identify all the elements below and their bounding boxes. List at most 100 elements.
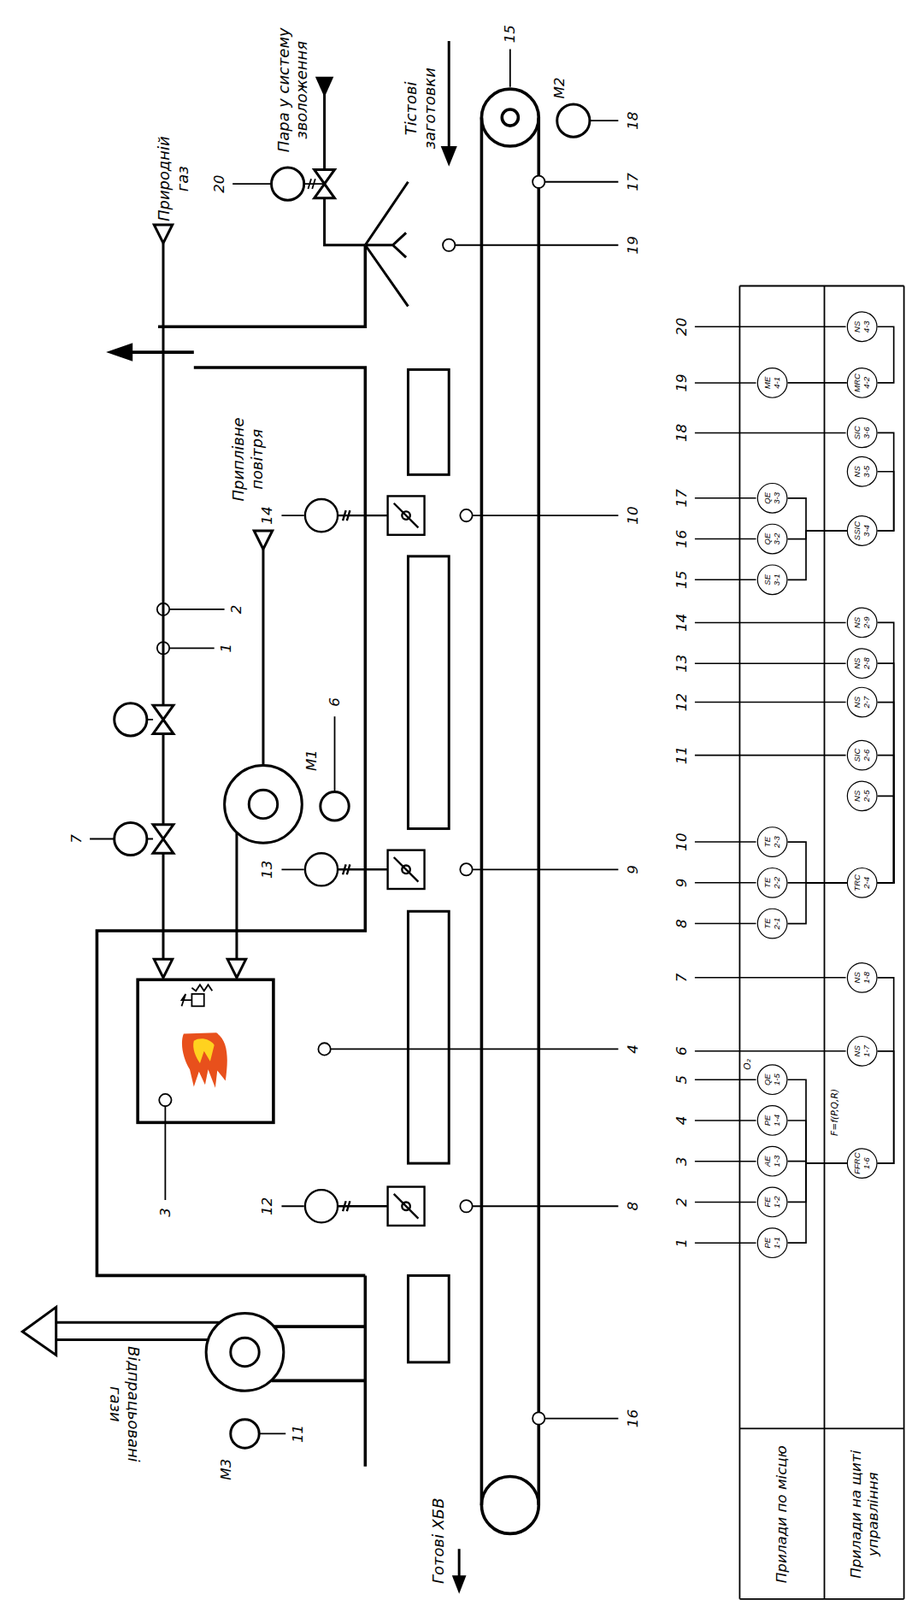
exhaust-fan	[230, 1337, 259, 1366]
steam-line	[324, 78, 366, 246]
damper	[337, 503, 418, 529]
arrow	[452, 1575, 467, 1594]
flow-label: Приплівне повітря	[229, 412, 267, 507]
instrument-number: 4-3	[862, 320, 872, 333]
instrument-code: NS	[853, 617, 863, 629]
leader-line	[694, 622, 847, 624]
burner	[137, 979, 274, 1123]
callout-number: 12	[672, 693, 690, 712]
burner	[137, 979, 274, 1123]
conveyor	[481, 1476, 539, 1535]
callout-number: 18	[672, 423, 690, 442]
callout-number: 4	[623, 1044, 642, 1054]
instrument-number: 2-1	[772, 917, 783, 930]
steam-line	[232, 78, 408, 306]
instrument-number: 1-1	[772, 1236, 783, 1249]
flame	[182, 1032, 228, 1088]
leader-line	[89, 49, 618, 1435]
instrument-code: QE	[763, 533, 773, 546]
instrument-code: NS	[853, 465, 863, 477]
signal-line	[788, 841, 848, 883]
leader-line	[281, 515, 304, 1207]
instrument-code: NS	[853, 658, 863, 670]
exhaust-fan	[22, 1306, 284, 1448]
signal-line	[788, 382, 848, 384]
instrument-number: 4-2	[862, 376, 872, 389]
signal-line	[788, 498, 848, 531]
burner	[181, 984, 212, 1007]
panel-instrument: SSIC3-4	[847, 515, 878, 547]
panel-instrument: NS1-7	[847, 1035, 878, 1067]
instrument-code: FE	[763, 1196, 773, 1207]
sensor	[459, 863, 472, 876]
instrument-number: 1-8	[862, 971, 872, 984]
damper	[305, 853, 338, 886]
instrument-number: 1-5	[772, 1073, 783, 1086]
callout-number: 13	[672, 654, 690, 673]
instrument-code: QE	[763, 492, 773, 505]
conveyor	[501, 109, 518, 126]
steam-line	[304, 178, 325, 189]
signal-line	[877, 702, 895, 883]
field-instrument: QE3-3	[757, 482, 789, 514]
callout-number: 6	[326, 697, 344, 707]
damper	[401, 1201, 411, 1211]
instrument-number: 3-4	[862, 524, 872, 537]
leader-line	[694, 662, 847, 665]
signal-line	[788, 1163, 848, 1243]
instrument-code: MRC	[853, 373, 863, 393]
panel-instrument: NS2-8	[847, 647, 878, 679]
damper	[305, 1189, 338, 1223]
instrument-number: 2-8	[862, 657, 872, 670]
leader-line	[330, 182, 619, 1419]
flame	[193, 1038, 215, 1064]
panel-instrument: NS2-9	[847, 607, 878, 639]
leader-line	[694, 432, 847, 435]
leader-line	[694, 1078, 757, 1081]
sensor	[157, 176, 546, 1425]
instrument-number: 2-7	[862, 696, 872, 709]
callout-number: 20	[672, 317, 690, 336]
callout-number: 7	[68, 834, 86, 844]
instrument-code: NS	[853, 971, 863, 983]
air-line	[224, 104, 590, 978]
steam-line	[232, 182, 271, 185]
leader-line	[694, 1241, 757, 1244]
instrument-code: TE	[763, 877, 773, 889]
callout-number: 19	[623, 235, 642, 254]
panel-instrument: SIC3-6	[847, 417, 878, 449]
instrument-code: SIC	[853, 425, 863, 440]
signal-line	[877, 326, 895, 383]
conveyor	[481, 88, 539, 147]
leader-line	[694, 976, 847, 979]
instrument-number: 2-2	[772, 876, 783, 889]
arrow	[448, 41, 459, 1578]
sensor	[459, 1200, 472, 1212]
damper	[401, 865, 411, 875]
callout-number: 12	[258, 1197, 277, 1216]
heater	[407, 369, 449, 475]
callout-number: 8	[623, 1201, 642, 1212]
flow-label: Відпрацьовані гази	[105, 1345, 143, 1464]
instrument-number: 2-6	[862, 749, 872, 762]
signal-line	[877, 755, 895, 883]
air-line	[557, 104, 590, 137]
air-line	[248, 789, 277, 818]
conveyor	[481, 88, 539, 1534]
callout-number: 5	[672, 1075, 690, 1085]
callout-number: 20	[211, 175, 229, 194]
conveyor	[481, 117, 539, 1506]
exhaust-fan	[22, 1306, 56, 1355]
motor-label: M3	[217, 1459, 236, 1481]
exhaust-arrow	[105, 342, 133, 361]
callout-number: 13	[258, 860, 277, 879]
instrument-number: 3-1	[772, 573, 783, 586]
field-instrument: PE1-4	[757, 1105, 789, 1136]
instrument-number: 3-6	[862, 427, 872, 440]
damper	[305, 499, 338, 532]
air-line	[227, 958, 246, 977]
instrument-code: NS	[853, 696, 863, 708]
gas-line	[114, 703, 148, 736]
signal-line	[788, 530, 848, 580]
